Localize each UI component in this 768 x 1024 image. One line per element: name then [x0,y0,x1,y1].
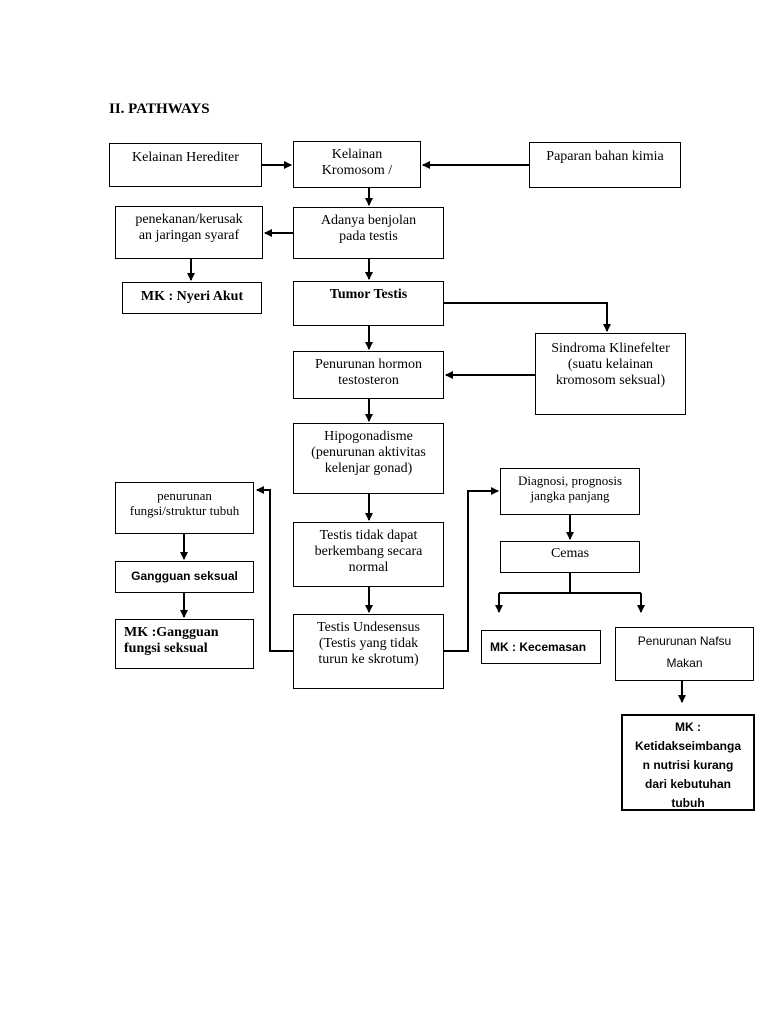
node-penurunan-nafsu-makan: Penurunan Nafsu Makan [615,627,754,681]
node-hipogonadisme: Hipogonadisme (penurunan aktivitas kelen… [293,423,444,494]
node-penekanan-jaringan: penekanan/kerusak an jaringan syaraf [115,206,263,259]
node-paparan-bahan-kimia: Paparan bahan kimia [529,142,681,188]
node-gangguan-seksual: Gangguan seksual [115,561,254,593]
node-testis-undesensus: Testis Undesensus (Testis yang tidak tur… [293,614,444,689]
node-cemas: Cemas [500,541,640,573]
node-mk-gangguan-fungsi: MK :Gangguan fungsi seksual [115,619,254,669]
node-adanya-benjolan: Adanya benjolan pada testis [293,207,444,259]
node-penurunan-hormon: Penurunan hormon testosteron [293,351,444,399]
node-kelainan-herediter: Kelainan Herediter [109,143,262,187]
arrow-undesensus-to-diagnosi [444,487,499,652]
node-testis-tidak-berkembang: Testis tidak dapat berkembang secara nor… [293,522,444,587]
node-mk-kecemasan: MK : Kecemasan [481,630,601,664]
node-diagnosi-prognosis: Diagnosi, prognosis jangka panjang [500,468,640,515]
node-mk-nyeri-akut: MK : Nyeri Akut [122,282,262,314]
arrow-tumor-to-sindroma [444,302,611,332]
node-mk-ketidakseimbangan: MK : Ketidakseimbanga n nutrisi kurang d… [621,714,755,811]
arrow-undesensus-to-penurunan-fungsi [256,486,293,652]
page-title: II. PATHWAYS [109,101,210,117]
node-penurunan-fungsi: penurunan fungsi/struktur tubuh [115,482,254,534]
node-sindroma-klinefelter: Sindroma Klinefelter (suatu kelainan kro… [535,333,686,415]
node-tumor-testis: Tumor Testis [293,281,444,326]
node-kelainan-kromosom: Kelainan Kromosom / [293,141,421,188]
